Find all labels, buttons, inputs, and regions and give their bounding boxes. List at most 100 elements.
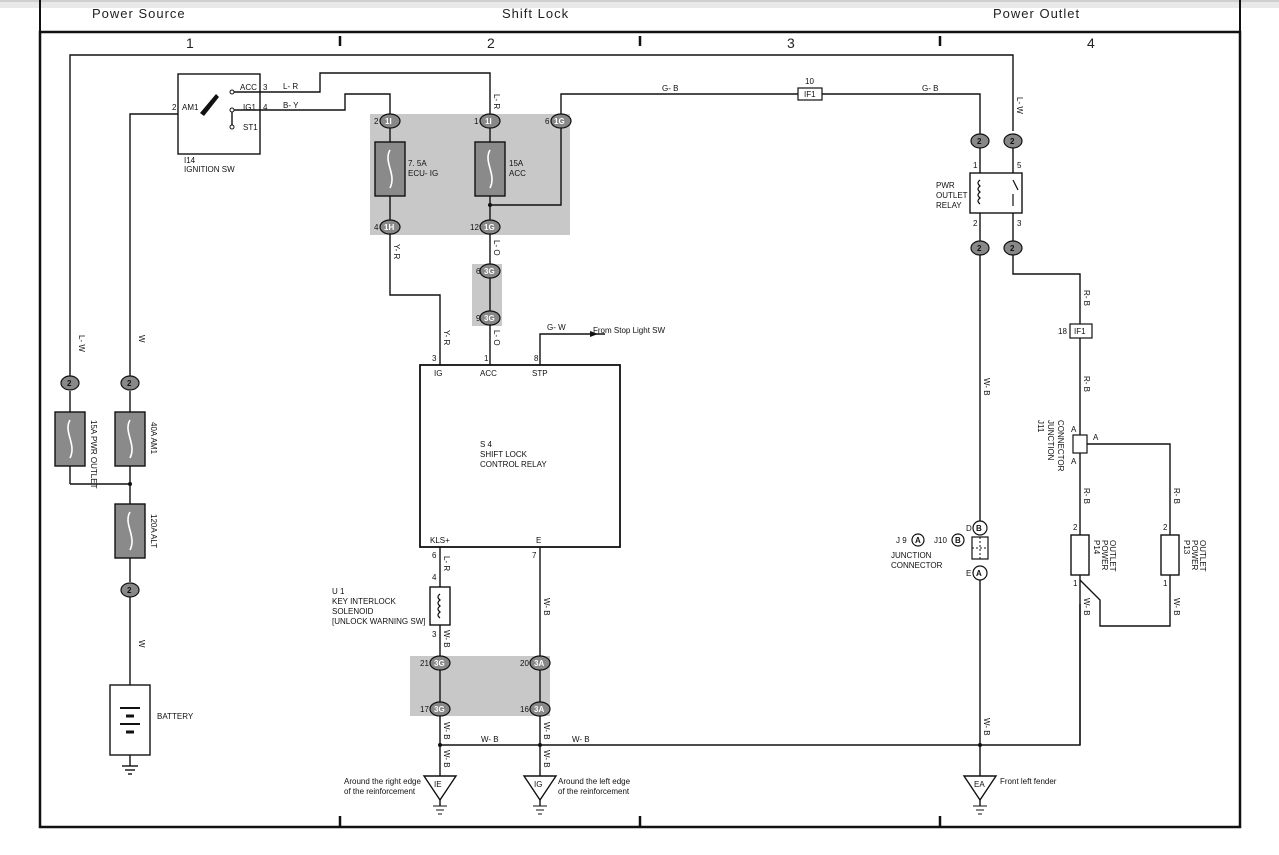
solenoid-label-4: [UNLOCK WARNING SW] xyxy=(332,617,425,626)
ignition-name: IGNITION SW xyxy=(184,165,235,174)
j9-label: J 9 xyxy=(896,536,907,545)
svg-text:A: A xyxy=(1093,433,1099,442)
j10-label: J10 xyxy=(934,536,947,545)
battery-label: BATTERY xyxy=(157,712,194,721)
svg-text:2: 2 xyxy=(67,379,72,388)
svg-text:12: 12 xyxy=(470,223,479,232)
ignition-term-st1: ST1 xyxy=(243,123,258,132)
wire-label-wb-e: W- B xyxy=(542,598,551,616)
fuse-pwr-outlet-label: 15A PWR OUTLET xyxy=(89,420,98,489)
wire-label-rb-4: R- B xyxy=(1172,488,1181,504)
svg-text:6: 6 xyxy=(545,117,550,126)
pwr-relay-label-1: PWR xyxy=(936,181,955,190)
svg-text:1: 1 xyxy=(1073,579,1078,588)
wire-label-gw: G- W xyxy=(547,323,566,332)
fuse-am1-label: 40A AM1 xyxy=(149,422,158,455)
svg-text:1H: 1H xyxy=(384,223,394,232)
j11-label-1: J11 xyxy=(1036,420,1045,433)
wire-label-rb-1: R- B xyxy=(1082,290,1091,306)
svg-text:W- B: W- B xyxy=(442,750,451,768)
svg-text:17: 17 xyxy=(420,705,429,714)
svg-text:7: 7 xyxy=(532,551,537,560)
ground-ea-label: Front left fender xyxy=(1000,777,1057,786)
connector-1h: 1H 4 xyxy=(374,219,401,235)
junction-label-2: CONNECTOR xyxy=(891,561,943,570)
svg-text:1: 1 xyxy=(474,117,479,126)
ground-ie: IE xyxy=(422,775,458,815)
ignition-pin-4: 4 xyxy=(263,103,268,112)
connector-3g-d: 3G 17 xyxy=(420,701,451,717)
connector-2-relay-out-b: 2 xyxy=(1003,240,1023,256)
ground-ig-label-2: of the reinforcement xyxy=(558,787,630,796)
wire-label-lo-2: L- O xyxy=(492,330,501,346)
ground-ig: IG xyxy=(522,775,558,815)
header-power-source: Power Source xyxy=(92,6,186,21)
svg-text:4: 4 xyxy=(374,223,379,232)
header-power-outlet: Power Outlet xyxy=(993,6,1081,21)
svg-text:B: B xyxy=(955,536,961,545)
ignition-pin-3: 3 xyxy=(263,83,268,92)
svg-text:1I: 1I xyxy=(385,117,392,126)
p13-label-1: P13 xyxy=(1182,540,1191,555)
solenoid-label-2: KEY INTERLOCK xyxy=(332,597,397,606)
wire-label-wb-sol: W- B xyxy=(442,630,451,648)
svg-text:A: A xyxy=(915,536,921,545)
solenoid-label-1: U 1 xyxy=(332,587,345,596)
svg-text:3G: 3G xyxy=(434,659,445,668)
svg-text:20: 20 xyxy=(520,659,529,668)
wire-label-wb-p13: W- B xyxy=(1172,598,1181,616)
svg-text:2: 2 xyxy=(977,137,982,146)
wire-label-yr-1: Y- R xyxy=(392,244,401,259)
column-number-3: 3 xyxy=(787,35,795,51)
wire-label-wb-p14: W- B xyxy=(1082,598,1091,616)
fuse-acc-label-2: ACC xyxy=(509,169,526,178)
svg-text:8: 8 xyxy=(534,354,539,363)
svg-text:2: 2 xyxy=(973,219,978,228)
relay-term-stp: STP xyxy=(532,369,548,378)
fuse-if1-bottom-pin: 18 xyxy=(1058,327,1067,336)
svg-text:16: 16 xyxy=(520,705,529,714)
fuse-if1-top-pin: 10 xyxy=(805,77,814,86)
svg-text:2: 2 xyxy=(1010,244,1015,253)
svg-text:3A: 3A xyxy=(534,659,544,668)
connector-2-left: 2 xyxy=(60,375,80,391)
svg-text:IE: IE xyxy=(434,780,442,789)
pwr-relay-label-3: RELAY xyxy=(936,201,962,210)
p14-label-1: P14 xyxy=(1092,540,1101,555)
connector-1i-acc: 1I 1 xyxy=(474,113,501,129)
j11-label-2: JUNCTION xyxy=(1046,420,1055,461)
connector-2-relay-in-a: 2 xyxy=(970,133,990,149)
battery xyxy=(109,684,151,756)
svg-text:1: 1 xyxy=(1163,579,1168,588)
svg-text:4: 4 xyxy=(432,573,437,582)
connector-3a-a: 3A 20 xyxy=(520,655,551,671)
connector-3a-b: 3A 16 xyxy=(520,701,551,717)
column-number-1: 1 xyxy=(186,35,194,51)
junction-connector-j11 xyxy=(1072,434,1088,454)
wire-label-lo-1: L- O xyxy=(492,240,501,256)
wire-label-w-battery: W xyxy=(137,640,146,648)
svg-text:EA: EA xyxy=(974,780,985,789)
wire-label-wb-bus-1: W- B xyxy=(481,735,499,744)
svg-text:D: D xyxy=(966,524,972,533)
svg-text:3: 3 xyxy=(1017,219,1022,228)
ignition-term-am1: AM1 xyxy=(182,103,199,112)
svg-text:2: 2 xyxy=(374,117,379,126)
svg-text:9: 9 xyxy=(476,314,481,323)
relay-term-ig: IG xyxy=(434,369,442,378)
connector-3g-b: 3G 9 xyxy=(476,310,501,326)
wire-label-lr-kls: L- R xyxy=(442,556,451,571)
wire-label-lr: L- R xyxy=(283,82,298,91)
svg-text:A: A xyxy=(976,569,982,578)
svg-text:W- B: W- B xyxy=(542,722,551,740)
relay-term-e: E xyxy=(536,536,541,545)
wire-label-rb-2: R- B xyxy=(1082,376,1091,392)
junction-label-1: JUNCTION xyxy=(891,551,932,560)
wire-label-lw-left: L- W xyxy=(77,335,86,352)
relay-term-kls: KLS+ xyxy=(430,536,450,545)
svg-text:6: 6 xyxy=(476,267,481,276)
svg-text:IG: IG xyxy=(534,780,542,789)
connector-3g-a: 3G 6 xyxy=(476,263,501,279)
svg-text:2: 2 xyxy=(127,379,132,388)
p13-label-2: POWER xyxy=(1190,540,1199,570)
